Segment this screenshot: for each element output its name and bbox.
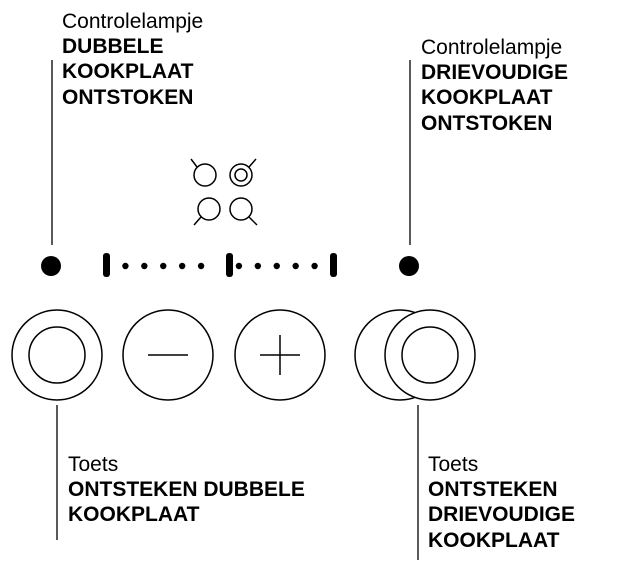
power-level-scale bbox=[103, 253, 337, 277]
label-line: DUBBELE bbox=[62, 35, 164, 59]
label-line: KOOKPLAAT bbox=[428, 528, 560, 552]
label-line: KOOKPLAAT bbox=[62, 60, 194, 84]
power-scale-major-mark bbox=[330, 253, 337, 277]
indicator-lamp-triple-burner bbox=[399, 256, 419, 276]
label-line: ONTSTEKEN bbox=[428, 478, 558, 502]
label-caption: Toets bbox=[428, 453, 479, 476]
label-button-triple-burner: Toets ONTSTEKEN DRIEVOUDIGE KOOKPLAAT bbox=[428, 452, 575, 553]
minus-button[interactable] bbox=[122, 309, 214, 401]
burner-off-icon bbox=[190, 158, 217, 187]
label-caption: Controlelampje bbox=[62, 10, 204, 33]
label-indicator-triple-burner: Controlelampje DRIEVOUDIGE KOOKPLAAT ONT… bbox=[421, 35, 568, 136]
label-line: ONTSTOKEN bbox=[421, 111, 553, 135]
burner-small-icon bbox=[193, 197, 221, 226]
double-burner-button[interactable] bbox=[11, 309, 103, 401]
power-scale-dot bbox=[311, 262, 318, 270]
power-scale-dot bbox=[235, 262, 243, 270]
label-indicator-double-burner: Controlelampje DUBBELE KOOKPLAAT ONTSTOK… bbox=[62, 9, 203, 110]
burner-on-icon bbox=[229, 158, 257, 187]
power-scale-dot bbox=[254, 262, 262, 270]
power-scale-major-mark bbox=[226, 253, 233, 277]
power-scale-dot bbox=[197, 262, 205, 270]
power-scale-dot bbox=[292, 262, 299, 270]
indicator-lamp-double-burner bbox=[41, 256, 61, 276]
label-line: ONTSTEKEN DUBBELE bbox=[68, 478, 305, 502]
power-scale-dot bbox=[160, 262, 167, 270]
power-scale-dot bbox=[122, 262, 129, 270]
label-caption: Toets bbox=[68, 453, 119, 476]
label-line: DRIEVOUDIGE bbox=[421, 61, 569, 85]
label-line: DRIEVOUDIGE bbox=[428, 503, 576, 527]
plus-icon bbox=[260, 335, 300, 375]
label-line: ONTSTOKEN bbox=[62, 85, 194, 109]
label-line: KOOKPLAAT bbox=[68, 503, 200, 527]
power-scale-dot bbox=[178, 262, 186, 270]
power-scale-dot bbox=[141, 262, 148, 270]
power-scale-dot bbox=[273, 262, 280, 270]
label-line: KOOKPLAAT bbox=[421, 86, 553, 110]
label-caption: Controlelampje bbox=[421, 36, 563, 59]
plus-button[interactable] bbox=[234, 309, 326, 401]
burner-large-icon bbox=[229, 197, 258, 226]
triple-burner-button[interactable] bbox=[354, 309, 476, 401]
power-scale-major-mark bbox=[103, 253, 110, 277]
label-button-double-burner: Toets ONTSTEKEN DUBBELE KOOKPLAAT bbox=[68, 452, 305, 528]
